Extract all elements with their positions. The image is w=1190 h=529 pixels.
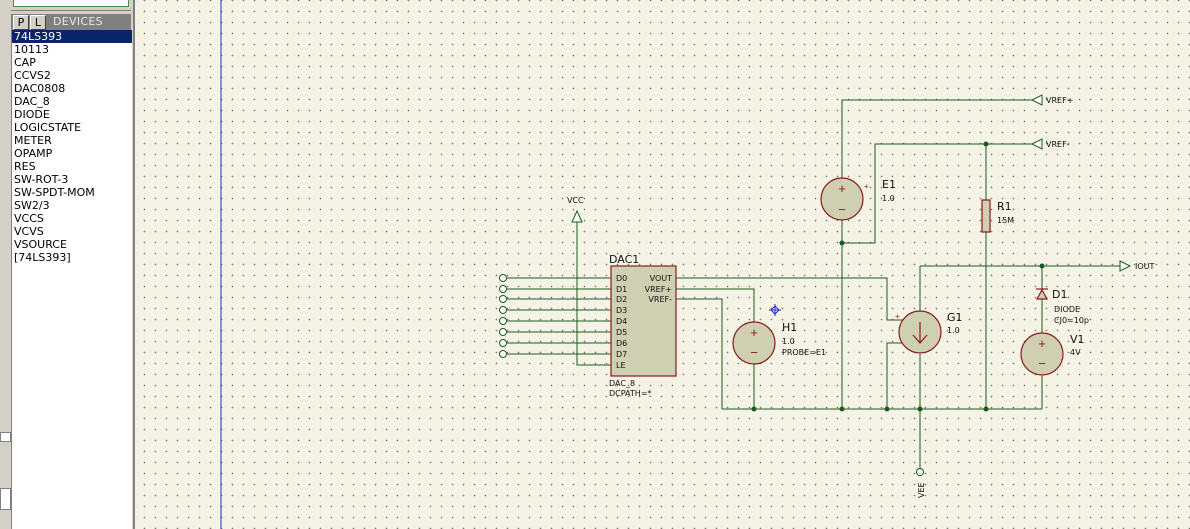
vee-label: VEE (917, 482, 926, 498)
dac-type-label: DAC_8 (609, 379, 635, 388)
minus-icon: − (750, 345, 758, 360)
dac-pin-label: D1 (616, 285, 627, 294)
dac-pin-label: LE (616, 361, 626, 370)
device-list-item[interactable]: METER (14, 134, 52, 147)
device-list-item[interactable]: VCVS (14, 225, 44, 238)
dac-pin-label: D5 (616, 328, 627, 337)
schematic-canvas[interactable]: VCC DAC1 DAC_8 DCPATH=* D0 D1 D2 D3 D4 D… (135, 0, 1190, 529)
panel-top-strip (11, 0, 131, 11)
iout-label: IOUT (1135, 262, 1155, 271)
device-list-item[interactable]: LOGICSTATE (14, 121, 82, 134)
polarity-plus-icon: + (895, 312, 900, 321)
d1-prop-label: CJ0=10p (1054, 316, 1089, 325)
scrollbar-thumb[interactable] (0, 488, 11, 510)
device-list-item[interactable]: SW2/3 (14, 199, 50, 212)
dac-pin-label: D4 (616, 317, 627, 326)
vref-minus-label: VREF- (1046, 140, 1070, 149)
left-scrollbar-strip (0, 0, 11, 529)
h1-ref-label: H1 (782, 321, 797, 334)
device-list-item[interactable]: CAP (14, 56, 36, 69)
dac-component[interactable]: DAC1 DAC_8 DCPATH=* D0 D1 D2 D3 D4 D5 D6… (609, 253, 677, 398)
e1-vcvs-source[interactable]: + − + E1 1.0 (820, 177, 896, 221)
library-manager-button[interactable]: L (30, 15, 46, 30)
vref-plus-label: VREF+ (1046, 96, 1073, 105)
device-list-item[interactable]: DAC_8 (14, 95, 50, 108)
device-list-item[interactable]: [74LS393] (14, 251, 71, 264)
dac-pin-label: D6 (616, 339, 627, 348)
plus-icon: + (750, 325, 758, 340)
crosshair-cursor-icon (769, 304, 781, 316)
h1-value-label: 1.0 (782, 337, 795, 346)
device-list-item[interactable]: RES (14, 160, 36, 173)
vref-minus-terminal[interactable]: VREF- (1030, 138, 1070, 150)
device-panel-title: DEVICES (53, 15, 103, 28)
device-list-item[interactable]: SW-ROT-3 (14, 173, 69, 186)
plus-icon: + (838, 181, 846, 196)
g1-value-label: 1.0 (947, 326, 960, 335)
wires (507, 99, 1120, 469)
device-panel-header: P L DEVICES (11, 14, 131, 30)
device-list-item[interactable]: DIODE (14, 108, 50, 121)
d1-diode[interactable]: D1 DIODE CJ0=10p (1035, 288, 1089, 325)
device-list-item[interactable]: VCCS (14, 212, 44, 225)
h1-prop-label: PROBE=E1 (782, 348, 826, 357)
minus-icon: − (838, 202, 846, 217)
scrollbar-arrow-up[interactable] (0, 432, 11, 442)
vcc-power-terminal[interactable]: VCC (567, 196, 584, 223)
v1-ref-label: V1 (1070, 333, 1085, 346)
dac-prop-label: DCPATH=* (609, 389, 652, 398)
dac-ref-label: DAC1 (609, 253, 639, 266)
schematic-drawing[interactable]: VCC DAC1 DAC_8 DCPATH=* D0 D1 D2 D3 D4 D… (135, 0, 1190, 529)
g1-vccs-source[interactable]: + G1 1.0 (895, 310, 963, 354)
device-list-item[interactable]: OPAMP (14, 147, 53, 160)
r1-resistor[interactable]: R1 15M (981, 199, 1014, 233)
device-list-item[interactable]: DAC0808 (14, 82, 66, 95)
d1-ref-label: D1 (1052, 288, 1067, 301)
dac-pin-label: VOUT (650, 274, 672, 283)
e1-ref-label: E1 (882, 178, 896, 191)
device-list-item[interactable]: 74LS393 (12, 30, 132, 43)
dac-pin-label: D3 (616, 306, 627, 315)
r1-value-label: 15M (997, 216, 1014, 225)
device-list-item[interactable]: CCVS2 (14, 69, 51, 82)
v1-voltage-source[interactable]: + − V1 4V (1020, 332, 1085, 376)
device-list-item[interactable]: SW-SPDT-MOM (14, 186, 95, 199)
panel-divider[interactable] (133, 0, 135, 529)
v1-value-label: 4V (1070, 348, 1081, 357)
iout-terminal[interactable]: IOUT (1119, 260, 1155, 272)
dac-pin-label: D7 (616, 350, 627, 359)
input-terminals[interactable] (499, 274, 507, 358)
minus-icon: − (1038, 356, 1046, 371)
junction-dots (751, 141, 1045, 412)
dac-pin-label: D2 (616, 295, 627, 304)
dac-pin-label: VREF+ (645, 285, 672, 294)
dac-pin-label: D0 (616, 274, 627, 283)
dac-pin-label: VREF- (648, 295, 672, 304)
g1-ref-label: G1 (947, 311, 963, 324)
d1-type-label: DIODE (1054, 305, 1080, 314)
pick-devices-button[interactable]: P (13, 15, 29, 30)
vcc-label: VCC (567, 196, 584, 205)
vee-terminal[interactable]: VEE (916, 468, 927, 499)
r1-ref-label: R1 (997, 200, 1012, 213)
device-list-item[interactable]: VSOURCE (14, 238, 67, 251)
polarity-plus-icon: + (864, 182, 869, 191)
plus-icon: + (1038, 336, 1046, 351)
e1-value-label: 1.0 (882, 194, 895, 203)
device-list-item[interactable]: 10113 (14, 43, 49, 56)
h1-ccvs-source[interactable]: + − H1 1.0 PROBE=E1 (732, 321, 826, 365)
vref-plus-terminal[interactable]: VREF+ (1030, 94, 1073, 106)
